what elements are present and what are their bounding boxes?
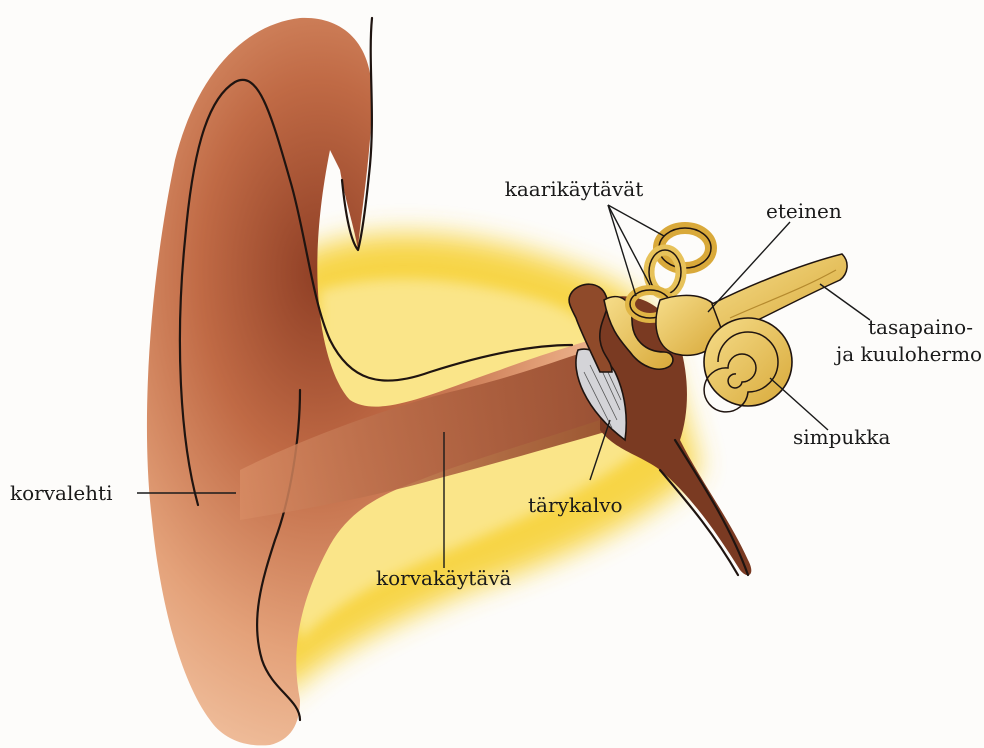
label-eteinen: eteinen xyxy=(766,199,842,223)
label-korvakaytava: korvakäytävä xyxy=(376,566,512,590)
label-hermo-line2: ja kuulohermo xyxy=(834,342,982,366)
leader-simpukka xyxy=(770,378,828,430)
label-kaarikaytavat: kaarikäytävät xyxy=(505,177,644,201)
label-korvalehti: korvalehti xyxy=(10,481,113,505)
label-simpukka: simpukka xyxy=(793,425,891,449)
label-hermo-line1: tasapaino- xyxy=(868,315,973,339)
label-tarykalvo: tärykalvo xyxy=(528,493,623,517)
leader-hermo xyxy=(820,284,870,320)
